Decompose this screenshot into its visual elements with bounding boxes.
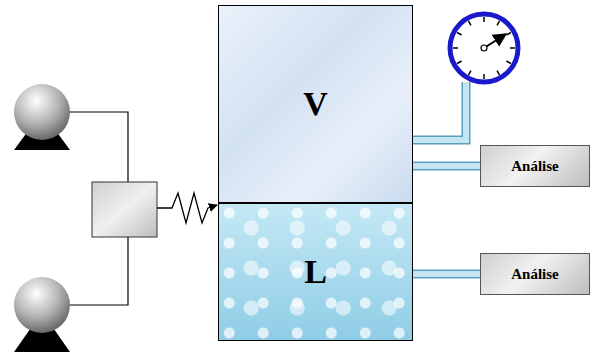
gauge-pipe	[413, 82, 466, 140]
pipe-outline	[413, 270, 480, 279]
pump-symbol	[14, 277, 70, 333]
sample-pipe	[413, 166, 480, 167]
feed-line	[70, 237, 128, 305]
pipe-core	[413, 163, 480, 169]
vapor-phase: V	[218, 5, 413, 203]
pipe-outline	[413, 162, 480, 171]
gauge-pipe	[413, 82, 466, 140]
liquid-phase: L	[218, 203, 413, 341]
node-label: L	[304, 253, 327, 291]
analysis-box: Análise	[480, 145, 590, 187]
mixer-box	[92, 182, 157, 237]
pump-symbol	[14, 84, 70, 140]
heater-zigzag	[157, 193, 217, 223]
feed-line	[70, 112, 128, 182]
node-label: Análise	[511, 266, 559, 283]
analysis-box: Análise	[480, 253, 590, 295]
node-label: V	[303, 85, 328, 123]
pipe-core	[413, 271, 480, 277]
pressure-gauge	[450, 14, 518, 82]
sample-pipe	[413, 274, 480, 275]
node-label: Análise	[511, 158, 559, 175]
